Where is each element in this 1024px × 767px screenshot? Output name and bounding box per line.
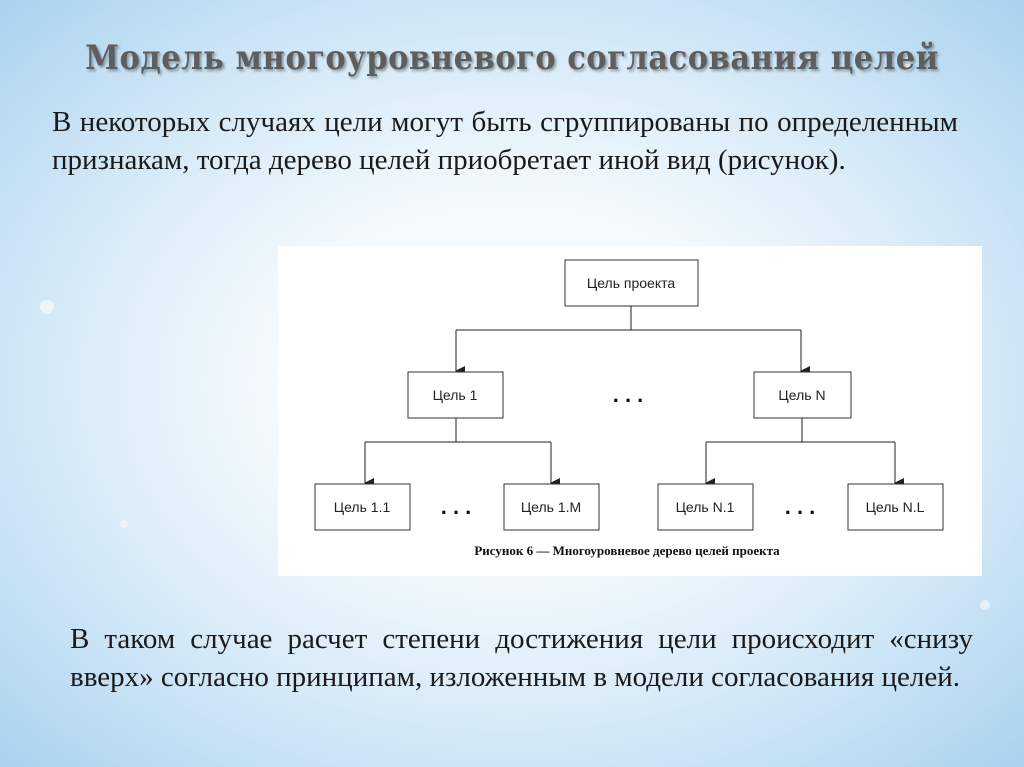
root-node-label: Цель проекта [587, 275, 676, 291]
background-sparkle [40, 300, 54, 314]
goal-n-l-label: Цель N.L [866, 499, 925, 515]
goal-1-label: Цель 1 [433, 387, 478, 403]
conclusion-paragraph: В таком случае расчет степени достижения… [70, 623, 973, 693]
slide-title: Модель многоуровневого согласования целе… [85, 38, 939, 78]
root-node-box [564, 259, 699, 307]
figure-caption: Рисунок 6 — Многоуровневое дерево целей … [474, 543, 780, 558]
goal-n-label: Цель N [778, 387, 825, 403]
background-sparkle [120, 520, 128, 528]
goal-1-m-box [503, 483, 600, 531]
level2-left-ellipsis: . . . [441, 494, 472, 519]
background-sparkle [980, 600, 990, 610]
goal-n-box [753, 371, 852, 419]
goal-1-box [407, 371, 504, 419]
goal-n-1-label: Цель N.1 [676, 499, 735, 515]
goal-1-1-box [314, 483, 411, 531]
goal-1-1-label: Цель 1.1 [334, 499, 391, 515]
intro-paragraph: В некоторых случаях цели могут быть сгру… [52, 106, 958, 176]
goal-1-m-label: Цель 1.M [521, 499, 581, 515]
level2-right-ellipsis: . . . [785, 494, 816, 519]
goal-tree-figure: Цель проекта Цель 1 . . . Цель N Цель 1.… [278, 246, 982, 576]
background-sparkle [900, 60, 912, 72]
goal-tree-diagram: Цель проекта Цель 1 . . . Цель N Цель 1.… [314, 259, 944, 558]
goal-n-1-box [657, 483, 754, 531]
level1-ellipsis: . . . [613, 382, 644, 407]
goal-n-l-box [847, 483, 944, 531]
